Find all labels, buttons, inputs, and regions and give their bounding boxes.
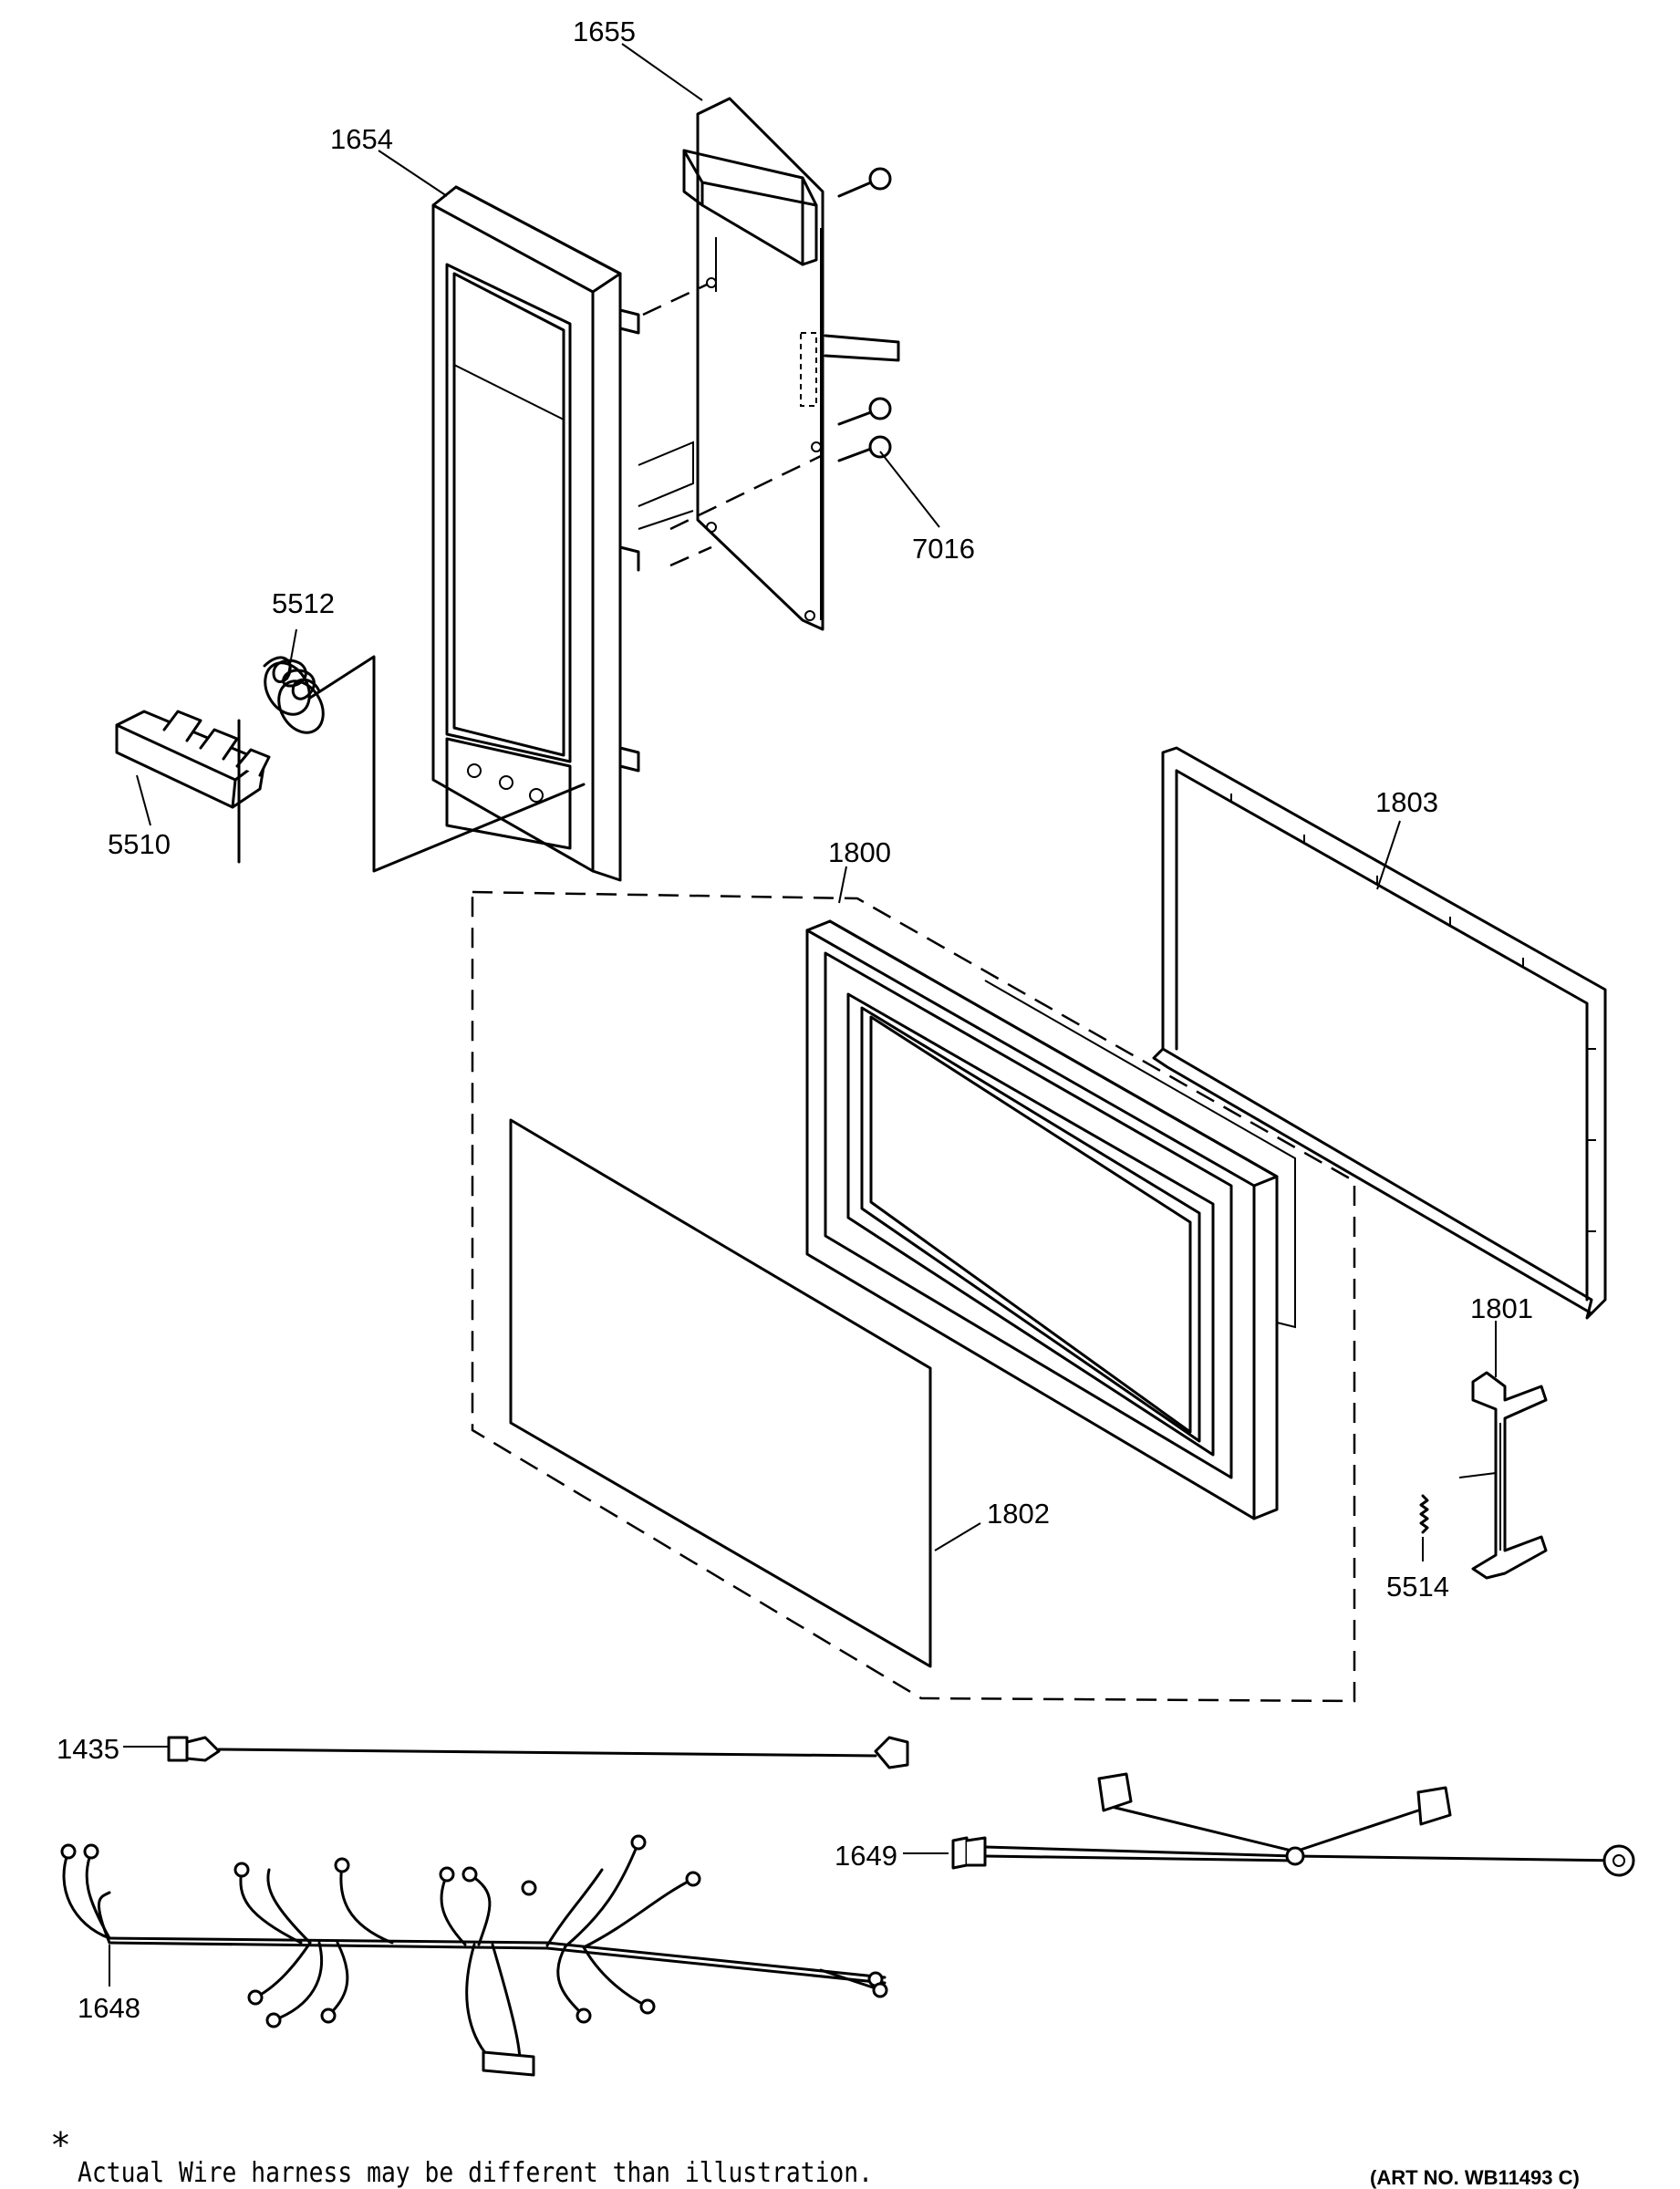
label-5512: 5512 bbox=[272, 587, 335, 619]
button-5510 bbox=[115, 710, 271, 864]
connector-icon bbox=[60, 1834, 888, 2028]
door-frame bbox=[805, 919, 1296, 1520]
door-seal-1803 bbox=[1152, 746, 1607, 1320]
footnote-text: Actual Wire harness may be different tha… bbox=[78, 2157, 873, 2189]
leader-lines bbox=[109, 43, 1497, 1987]
label-1655: 1655 bbox=[573, 16, 636, 47]
screw-icon bbox=[837, 167, 892, 198]
label-1800: 1800 bbox=[828, 836, 891, 868]
control-board-1655 bbox=[642, 97, 900, 631]
door-assembly-outline bbox=[471, 890, 1356, 1703]
spring-5512 bbox=[263, 656, 325, 734]
wire-1435 bbox=[167, 1736, 909, 1769]
label-5510: 5510 bbox=[108, 828, 171, 860]
harness-1649 bbox=[951, 1772, 1635, 1877]
label-7016: 7016 bbox=[912, 533, 975, 565]
choke-cover-1802 bbox=[509, 1118, 932, 1668]
control-panel-1654 bbox=[431, 185, 694, 882]
spring-5514 bbox=[1419, 1494, 1429, 1534]
harness-1648 bbox=[60, 1834, 888, 2077]
label-1648: 1648 bbox=[78, 1992, 140, 2024]
label-1803: 1803 bbox=[1375, 786, 1438, 818]
screw-icon bbox=[837, 397, 892, 426]
label-5514: 5514 bbox=[1386, 1571, 1449, 1603]
art-number: (ART NO. WB11493 C) bbox=[1370, 2166, 1580, 2189]
label-1435: 1435 bbox=[57, 1733, 119, 1765]
label-1801: 1801 bbox=[1470, 1292, 1533, 1324]
label-1802: 1802 bbox=[987, 1498, 1050, 1530]
label-1649: 1649 bbox=[835, 1840, 897, 1872]
label-1654: 1654 bbox=[330, 123, 393, 155]
latch-1801 bbox=[1458, 1371, 1548, 1580]
screw-icon bbox=[837, 435, 892, 462]
footnote-asterisk: * bbox=[50, 2125, 71, 2165]
